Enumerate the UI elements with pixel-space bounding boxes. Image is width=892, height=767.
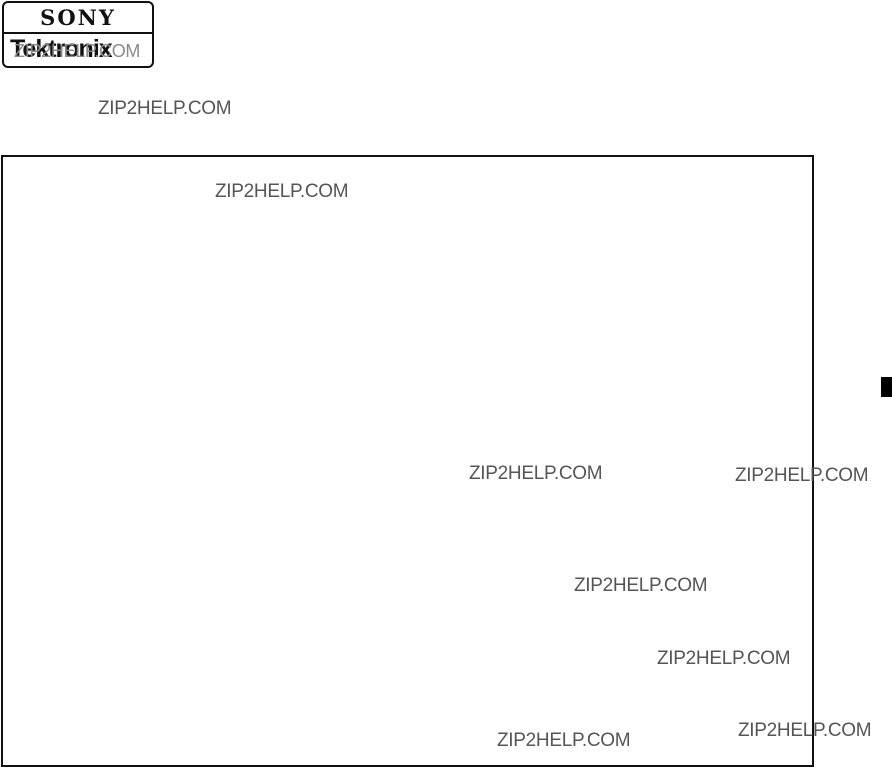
watermark-text: ZIP2HELP.COM: [738, 720, 872, 741]
watermark-text: ZIP2HELP.COM: [735, 465, 869, 486]
watermark-text: ZIP2HELP.COM: [469, 463, 603, 484]
watermark-text: ZIP2HELP.COM: [574, 575, 708, 596]
watermark-text: ZIP2HELP.COM: [657, 648, 791, 669]
watermark-text: ZIP2HELP.COM: [14, 41, 141, 61]
sony-tektronix-logo: SONY Tektronix ZIP2HELP.COM: [2, 1, 154, 68]
watermark-text: ZIP2HELP.COM: [98, 98, 232, 119]
sony-logo-text: SONY: [40, 5, 116, 30]
tektronix-logo-text: Tektronix: [10, 35, 113, 63]
content-frame: [1, 155, 814, 767]
watermark-text: ZIP2HELP.COM: [497, 730, 631, 751]
watermark-text: ZIP2HELP.COM: [215, 181, 349, 202]
logo-divider: [4, 32, 152, 34]
section-thumb-tab: [881, 377, 892, 397]
